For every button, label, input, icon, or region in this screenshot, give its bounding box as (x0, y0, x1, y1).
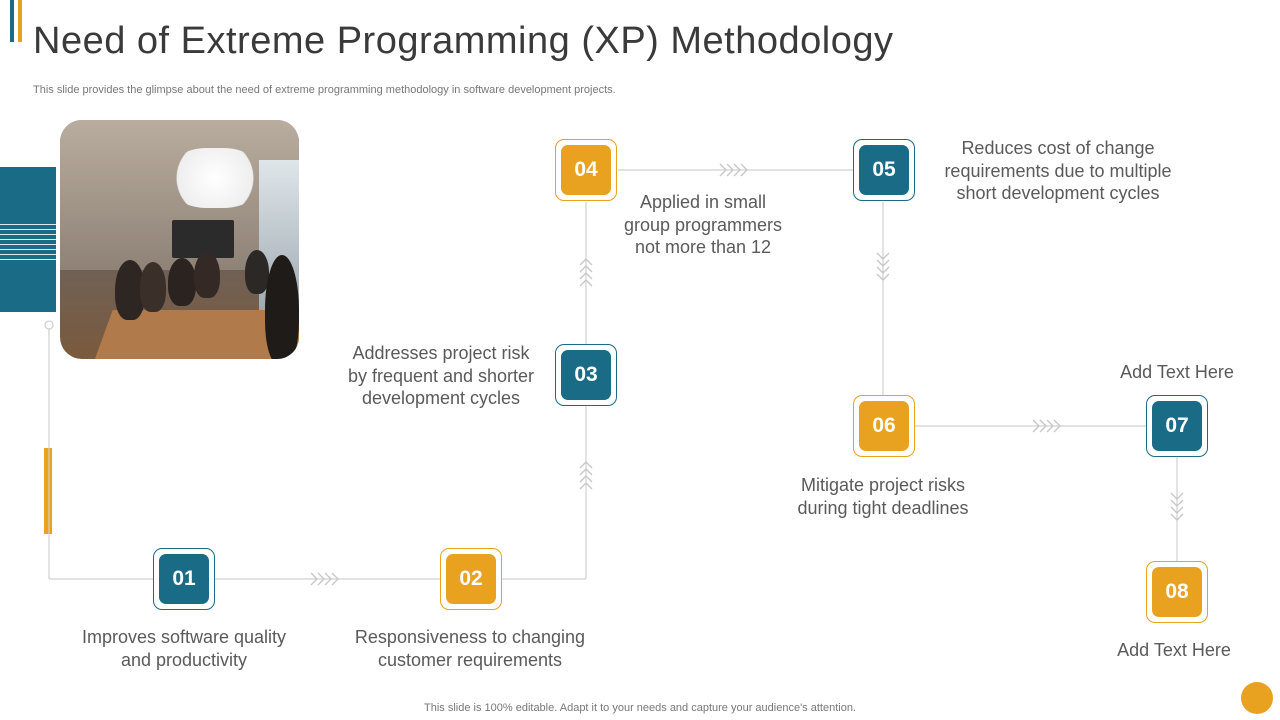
footer-note: This slide is 100% editable. Adapt it to… (424, 702, 856, 714)
step-04-text: Applied in small group programmers not m… (623, 192, 783, 257)
step-03-text: Addresses project risk by frequent and s… (347, 343, 535, 408)
step-02-node: 02 (440, 548, 502, 610)
step-05-text: Reduces cost of change requirements due … (944, 138, 1172, 203)
step-06-text: Mitigate project risks during tight dead… (797, 475, 969, 518)
step-03-node: 03 (555, 344, 617, 406)
step-03-number: 03 (561, 350, 611, 400)
decorative-stripes (0, 224, 56, 262)
step-06-node: 06 (853, 395, 915, 457)
step-05-node: 05 (853, 139, 915, 201)
corner-dot (1241, 682, 1273, 714)
decorative-gold-bar (44, 448, 52, 534)
meeting-photo (60, 120, 299, 359)
page-title: Need of Extreme Programming (XP) Methodo… (33, 20, 894, 62)
step-06-number: 06 (859, 401, 909, 451)
step-04-node: 04 (555, 139, 617, 201)
step-07-node: 07 (1146, 395, 1208, 457)
step-01-number: 01 (159, 554, 209, 604)
step-01-text: Improves software quality and productivi… (81, 627, 287, 670)
decorative-teal-block (0, 167, 56, 312)
chevrons (310, 163, 1184, 586)
step-08-node: 08 (1146, 561, 1208, 623)
step-08-text: Add Text Here (1117, 640, 1231, 660)
step-02-number: 02 (446, 554, 496, 604)
step-01-node: 01 (153, 548, 215, 610)
step-07-number: 07 (1152, 401, 1202, 451)
page-subtitle: This slide provides the glimpse about th… (33, 84, 616, 96)
step-07-text: Add Text Here (1120, 362, 1234, 382)
step-05-number: 05 (859, 145, 909, 195)
step-02-text: Responsiveness to changing customer requ… (354, 627, 586, 670)
step-08-number: 08 (1152, 567, 1202, 617)
title-accent-gold (18, 0, 22, 42)
step-04-number: 04 (561, 145, 611, 195)
title-accent-blue (10, 0, 14, 42)
